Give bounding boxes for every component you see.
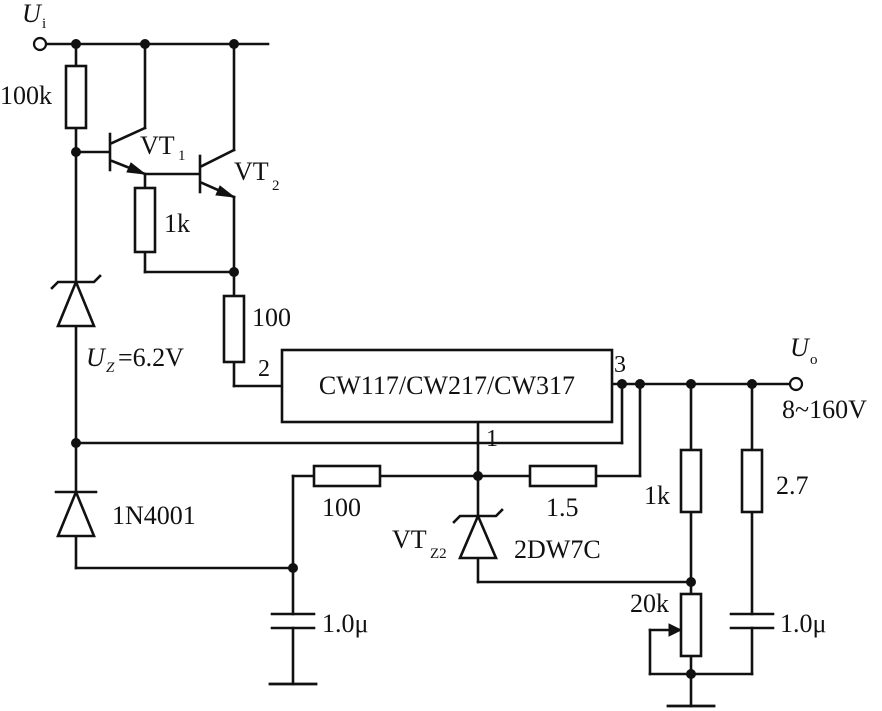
diode-1n4001-label: 1N4001 — [112, 501, 196, 530]
input-terminal — [32, 36, 48, 52]
svg-text:VT: VT — [392, 525, 427, 554]
resistor-100-series-label: 100 — [252, 303, 291, 332]
input-terminal-label: U i — [22, 0, 46, 32]
capacitor-right-icon — [729, 612, 775, 630]
svg-text:2: 2 — [272, 178, 280, 194]
capacitor-left-icon — [270, 612, 316, 630]
svg-text:1: 1 — [178, 148, 186, 164]
resistor-1-5 — [528, 464, 598, 488]
resistor-1k-emitter-label: 1k — [164, 209, 190, 238]
svg-text:U: U — [790, 333, 811, 362]
svg-text:U: U — [22, 0, 43, 28]
wiring — [43, 42, 792, 708]
svg-text:Z: Z — [106, 360, 115, 376]
zener-uz-label: U Z =6.2V — [86, 343, 184, 376]
resistor-100k — [64, 64, 88, 130]
svg-text:=6.2V: =6.2V — [118, 343, 184, 372]
output-terminal-label: U o — [790, 333, 818, 368]
junction-dots — [71, 39, 757, 679]
potentiometer-20k-label: 20k — [630, 589, 669, 618]
potentiometer-20k — [668, 592, 703, 658]
zener-uz-icon — [50, 274, 102, 328]
regulator-ic — [280, 348, 614, 424]
resistor-2-7-label: 2.7 — [776, 471, 809, 500]
resistor-1k-output — [679, 448, 703, 514]
diode-1n4001-icon — [54, 488, 98, 538]
zener-vtz2-icon — [452, 508, 504, 560]
resistor-1k-output-label: 1k — [644, 481, 670, 510]
resistor-1-5-label: 1.5 — [546, 493, 579, 522]
capacitor-right-label: 1.0μ — [780, 609, 826, 638]
svg-text:i: i — [42, 16, 46, 32]
output-terminal — [788, 376, 804, 392]
pin-2-label: 2 — [258, 356, 270, 382]
output-range-label: 8~160V — [782, 395, 867, 424]
resistor-100-series — [222, 294, 246, 364]
pin-3-label: 3 — [614, 352, 626, 378]
vt1-label: VT 1 — [140, 131, 186, 164]
resistor-100-adj — [312, 464, 382, 488]
resistor-100-adj-label: 100 — [322, 493, 361, 522]
svg-text:o: o — [810, 352, 818, 368]
vt2-label: VT 2 — [234, 157, 280, 194]
svg-text:VT: VT — [140, 131, 175, 160]
zener-vtz2-label: VT Z2 — [392, 525, 447, 562]
transistor-vt2-icon — [198, 154, 236, 198]
regulator-label: CW117/CW217/CW317 — [319, 371, 575, 400]
pin-1-label: 1 — [486, 426, 498, 452]
resistor-1k-emitter — [133, 186, 157, 254]
zener-vtz2-part-label: 2DW7C — [514, 535, 601, 564]
resistor-2-7 — [740, 448, 764, 514]
svg-text:Z2: Z2 — [430, 546, 447, 562]
resistor-100k-label: 100k — [0, 81, 52, 110]
transistor-vt1-icon — [108, 132, 147, 175]
svg-text:U: U — [86, 343, 107, 372]
capacitor-left-label: 1.0μ — [322, 609, 368, 638]
svg-text:VT: VT — [234, 157, 269, 186]
